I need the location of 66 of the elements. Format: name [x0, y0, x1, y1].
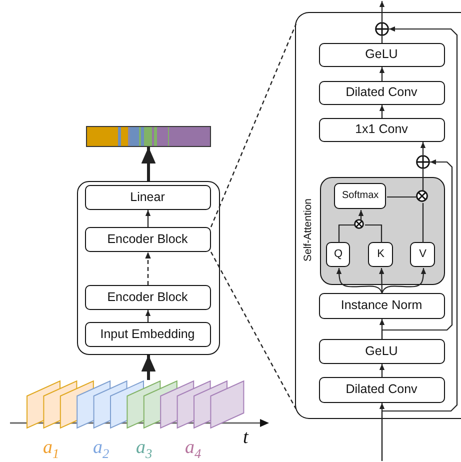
- arrow: [145, 310, 151, 322]
- layer-box: [410, 242, 436, 268]
- layer-box: [368, 242, 394, 268]
- connector-line: [422, 169, 424, 191]
- arrow: [141, 147, 156, 181]
- layer-box: [84, 322, 210, 346]
- layer-label: GeLU: [365, 48, 398, 61]
- arrow: [145, 252, 151, 285]
- arrow: [379, 67, 385, 81]
- layer-label: Encoder Block: [107, 290, 188, 304]
- connector-line: [422, 203, 424, 243]
- arrow: [379, 364, 385, 377]
- zoom-guide-line: [210, 252, 297, 410]
- arrow: [420, 142, 426, 155]
- layer-label: GeLU: [365, 344, 398, 358]
- zoom-guide-line: [210, 24, 297, 228]
- encoder-frame: [77, 181, 220, 355]
- sequence-label: a$_{1}$: [43, 438, 60, 460]
- block-title: Self-Attention: [302, 198, 313, 262]
- layer-box: [318, 376, 444, 402]
- sequence-label: a$_{2}$: [93, 438, 110, 460]
- sequence-label: a$_{4}$: [185, 438, 202, 460]
- layer-label: Dilated Conv: [346, 383, 418, 396]
- layer-box: [84, 184, 210, 210]
- layer-box: [318, 118, 444, 142]
- connector-line: [381, 36, 383, 43]
- arrow: [379, 1, 385, 22]
- add-operator-icon: [374, 22, 388, 36]
- arrow: [381, 159, 453, 339]
- arrow: [358, 210, 364, 220]
- layer-label: Instance Norm: [340, 299, 422, 312]
- multiply-operator-icon: [354, 219, 364, 230]
- add-operator-icon: [416, 154, 430, 168]
- layer-label: Input Embedding: [100, 328, 195, 340]
- layer-box: [84, 226, 210, 252]
- layer-box: [318, 80, 444, 104]
- arrow: [379, 105, 385, 118]
- layer-box: [334, 183, 386, 210]
- arrow: [382, 268, 426, 294]
- layer-label: Linear: [130, 190, 165, 204]
- multiply-operator-icon: [416, 190, 428, 202]
- layer-label: 1x1 Conv: [355, 123, 408, 136]
- layer-box: [84, 284, 210, 310]
- layer-box: [318, 292, 444, 318]
- axis-label: t: [243, 428, 248, 447]
- layer-box: [318, 42, 444, 66]
- arrow: [141, 355, 156, 380]
- connector-line: [338, 224, 355, 243]
- sequence-label: a$_{3}$: [136, 438, 152, 460]
- layer-box: [326, 242, 350, 268]
- arrow: [378, 268, 384, 294]
- layer-label: Q: [334, 249, 343, 260]
- layer-box: [318, 338, 444, 364]
- segmentation-bar: [86, 126, 211, 147]
- layer-label: Encoder Block: [107, 232, 188, 246]
- arrow: [381, 26, 458, 461]
- layer-label: Softmax: [342, 191, 379, 202]
- layer-label: V: [419, 249, 426, 260]
- detail-panel: [295, 12, 461, 419]
- connector-line: [365, 224, 382, 243]
- layer-label: Dilated Conv: [346, 86, 418, 99]
- arrow: [336, 268, 382, 294]
- layer-label: K: [377, 249, 384, 260]
- connector-line: [387, 196, 417, 198]
- audio-frames-drawing: [8, 380, 270, 429]
- arrow: [145, 210, 151, 227]
